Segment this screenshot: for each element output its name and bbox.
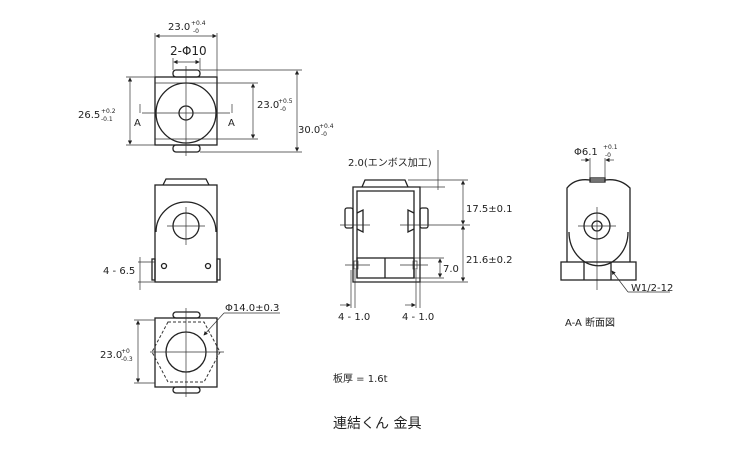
section-view: Φ6.1 +0.1 -0 W1/2-12 A-A 断面図 [560, 144, 673, 329]
top-width-tol-minus: -0 [193, 28, 199, 35]
top-view: 23.0 +0.4 -0 2-Φ10 26.5 +0.2 -0.1 A A 23… [78, 20, 334, 156]
top-hole-dim: 2-Φ10 [170, 44, 207, 58]
top-inner-tol-plus: +0.5 [278, 98, 293, 105]
side-slot-right: 4 - 1.0 [402, 312, 434, 323]
section-thread-note: W1/2-12 [631, 283, 673, 294]
top-inner-dim: 23.0 [257, 100, 279, 111]
side-slot-left: 4 - 1.0 [338, 312, 370, 323]
top-overall-dim: 30.0 [298, 125, 320, 136]
top-width-dim: 23.0 [168, 22, 190, 33]
side-upper-dim: 17.5±0.1 [466, 204, 513, 215]
bottom-height-dim: 23.0 [100, 350, 122, 361]
bottom-diameter-dim: Φ14.0±0.3 [225, 303, 279, 314]
front-hole-dim: 4 - 6.5 [103, 266, 135, 277]
side-base-dim: 7.0 [443, 264, 459, 275]
section-hole-dim: Φ6.1 [574, 147, 598, 158]
side-view: 2.0(エンボス加工) 17.5±0.1 21.6±0.2 7.0 4 - 1.… [338, 150, 513, 323]
top-height-tol-plus: +0.2 [101, 108, 116, 115]
bottom-height-tol-minus: -0.3 [121, 356, 133, 363]
section-hole-tol-minus: -0 [605, 152, 611, 159]
bottom-height-tol-plus: +0 [121, 348, 130, 355]
section-hole-tol-plus: +0.1 [603, 144, 618, 151]
bottom-view: Φ14.0±0.3 23.0 +0 -0.3 [100, 303, 280, 397]
top-overall-tol-minus: -0 [321, 131, 327, 138]
plate-thickness-note: 板厚 = 1.6t [333, 372, 388, 385]
drawing-title: 連結くん 金具 [333, 416, 421, 432]
top-width-tol-plus: +0.4 [191, 20, 206, 27]
top-inner-tol-minus: -0 [280, 106, 286, 113]
top-overall-tol-plus: +0.4 [319, 123, 334, 130]
side-lower-dim: 21.6±0.2 [466, 255, 513, 266]
section-marker-left: A [134, 118, 141, 129]
front-view: 4 - 6.5 [103, 178, 221, 290]
section-caption: A-A 断面図 [565, 316, 615, 329]
side-emboss-note: 2.0(エンボス加工) [348, 157, 432, 169]
top-height-tol-minus: -0.1 [101, 116, 113, 123]
section-marker-right: A [228, 118, 235, 129]
top-height-dim: 26.5 [78, 110, 100, 121]
